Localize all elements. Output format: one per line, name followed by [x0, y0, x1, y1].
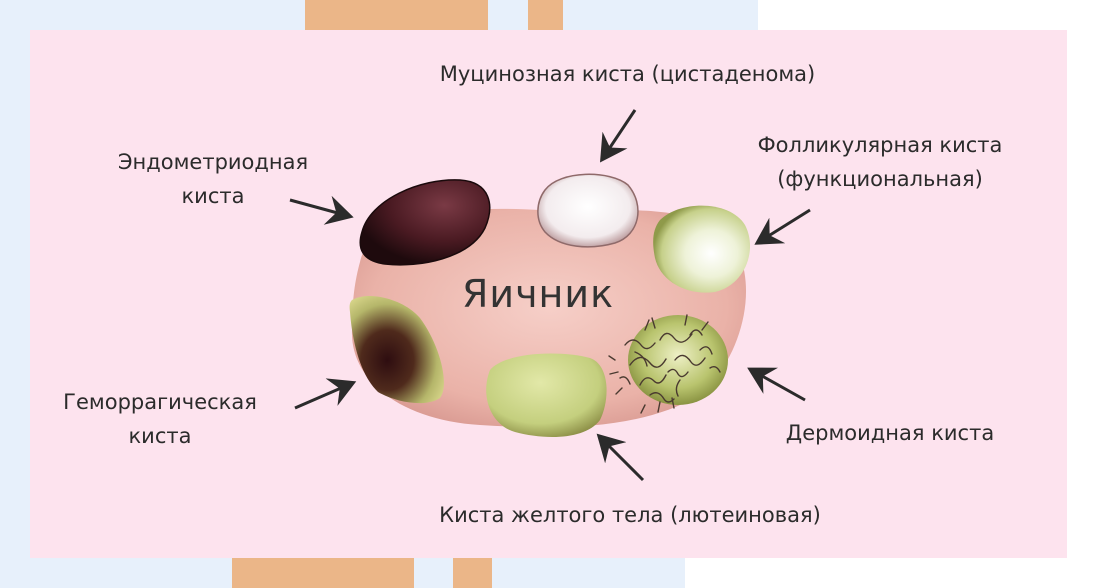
arrow-hemorrhagic	[294, 378, 357, 410]
arrow-follicular	[754, 208, 811, 245]
label-hemorrhagic-cyst: Геморрагическая киста	[40, 385, 280, 453]
label-follicular-cyst: Фолликулярная киста (функциональная)	[730, 128, 1030, 196]
label-line: Киста желтого тела (лютеиновая)	[439, 503, 821, 527]
dermoid-hair	[608, 314, 721, 414]
hemorrhagic-cyst	[349, 296, 444, 404]
label-line: Геморрагическая	[63, 390, 257, 414]
label-corpus-luteum-cyst: Киста желтого тела (лютеиновая)	[400, 498, 860, 532]
decorative-stripe-top-narrow	[528, 0, 563, 30]
mucinous-cyst	[537, 173, 639, 248]
label-mucinous-cyst: Муцинозная киста (цистаденома)	[400, 57, 855, 91]
label-endometrioid-cyst: Эндометриодная киста	[98, 145, 328, 213]
decorative-stripe-top-wide	[305, 0, 488, 30]
arrow-mucinous	[600, 109, 637, 163]
decorative-stripe-bottom-narrow	[453, 558, 492, 588]
dermoid-cyst	[628, 315, 728, 405]
label-line: Дермоидная киста	[785, 421, 995, 445]
ovary-label: Яичник	[462, 272, 615, 316]
label-line: Муцинозная киста (цистаденома)	[439, 62, 816, 86]
label-line: киста	[128, 424, 192, 448]
label-line: киста	[181, 184, 245, 208]
arrow-dermoid	[747, 367, 806, 402]
label-dermoid-cyst: Дермоидная киста	[765, 416, 1015, 450]
follicular-cyst	[653, 205, 751, 293]
arrow-endometrioid	[289, 195, 354, 225]
label-line: Эндометриодная	[117, 150, 309, 174]
decorative-stripe-bottom-wide	[232, 558, 414, 588]
arrow-corpus-luteum	[596, 433, 645, 482]
label-line: Фолликулярная киста	[757, 133, 1003, 157]
corpus-luteum-cyst	[486, 353, 607, 437]
endometrioid-cyst	[359, 179, 491, 266]
label-line: (функциональная)	[777, 167, 983, 191]
